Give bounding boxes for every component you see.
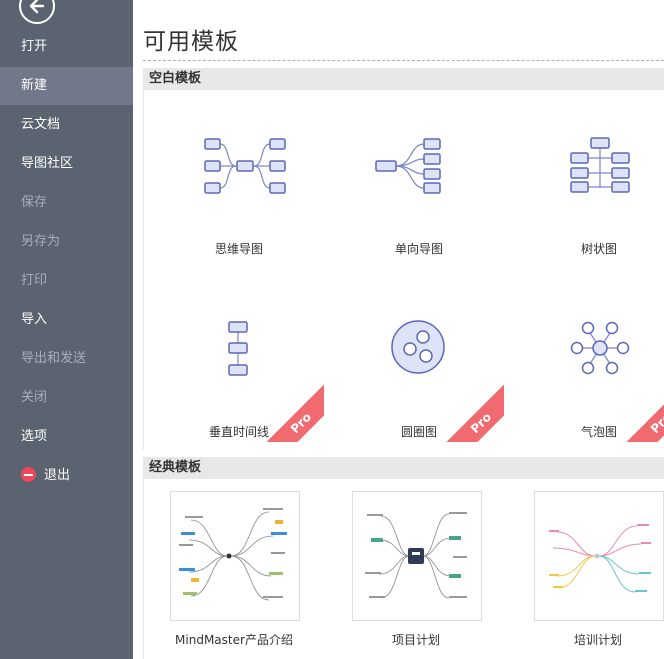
- sidebar-item-label: 新建: [21, 78, 48, 93]
- template-label: MindMaster产品介绍: [175, 633, 293, 647]
- mindmap-thumbnail-icon: [179, 508, 287, 601]
- template-thumbnail: [352, 491, 482, 621]
- page-title: 可用模板: [143, 29, 239, 55]
- template-training-plan[interactable]: 培训计划: [508, 491, 664, 659]
- sidebar-item-label: 关闭: [21, 390, 48, 405]
- back-button[interactable]: [19, 0, 55, 24]
- mindmap-thumbnail-icon: [549, 524, 651, 593]
- tree-chart-icon: [570, 137, 630, 193]
- sidebar-item-label: 退出: [44, 468, 71, 483]
- bubble-map-icon: [570, 321, 630, 375]
- template-thumbnail: [170, 491, 300, 621]
- circle-map-icon: [391, 320, 445, 374]
- sidebar-item-label: 打开: [21, 39, 48, 54]
- mindmap-thumbnail-icon: [365, 512, 467, 599]
- blank-templates-panel: 思维导图 单向导图: [143, 90, 664, 450]
- mind-map-icon: [204, 138, 286, 194]
- template-label: 气泡图: [580, 425, 617, 439]
- template-vertical-timeline[interactable]: Pro 垂直时间线: [154, 272, 324, 442]
- sidebar-item-label: 导入: [21, 312, 48, 327]
- template-circle-map[interactable]: Pro 圆圈图: [334, 272, 504, 442]
- sidebar-item-label: 云文档: [21, 117, 61, 132]
- main-content: 可用模板 空白模板 思维导图: [133, 0, 664, 659]
- section-header-blank: 空白模板: [143, 68, 664, 90]
- template-label: 项目计划: [391, 633, 440, 647]
- sidebar-item-options[interactable]: 选项: [0, 418, 133, 456]
- arrow-left-icon: [29, 0, 45, 14]
- sidebar-item-close[interactable]: 关闭: [0, 379, 133, 417]
- sidebar-item-community[interactable]: 导图社区: [0, 145, 133, 183]
- sidebar: 打开 新建 云文档 导图社区 保存 另存为 打印 导入 导出和发送 关闭 选项 …: [0, 0, 133, 659]
- template-tree-chart[interactable]: 树状图: [514, 90, 664, 260]
- sidebar-item-export[interactable]: 导出和发送: [0, 340, 133, 378]
- sidebar-item-save[interactable]: 保存: [0, 184, 133, 222]
- sidebar-item-label: 打印: [21, 273, 48, 288]
- template-thumbnail: [534, 491, 664, 621]
- template-project-plan[interactable]: 项目计划: [326, 491, 496, 659]
- exit-icon: [21, 467, 36, 482]
- template-label: 单向导图: [394, 242, 443, 256]
- sidebar-item-cloud-docs[interactable]: 云文档: [0, 106, 133, 144]
- template-mind-map[interactable]: 思维导图: [154, 90, 324, 260]
- sidebar-item-import[interactable]: 导入: [0, 301, 133, 339]
- sidebar-item-print[interactable]: 打印: [0, 262, 133, 300]
- template-bubble-map[interactable]: Pro 气泡图: [514, 272, 664, 442]
- template-label: 垂直时间线: [208, 425, 269, 439]
- sidebar-item-new[interactable]: 新建: [0, 67, 133, 105]
- template-right-map[interactable]: 单向导图: [334, 90, 504, 260]
- right-map-icon: [375, 138, 441, 194]
- sidebar-item-label: 导出和发送: [21, 351, 87, 366]
- sidebar-item-label: 保存: [21, 195, 48, 210]
- template-label: 树状图: [580, 242, 617, 256]
- template-label: 圆圈图: [400, 425, 437, 439]
- template-label: 思维导图: [214, 242, 263, 256]
- sidebar-item-exit[interactable]: 退出: [0, 457, 133, 495]
- sidebar-item-label: 选项: [21, 429, 48, 444]
- sidebar-item-open[interactable]: 打开: [0, 28, 133, 66]
- sidebar-item-label: 另存为: [21, 234, 61, 249]
- section-header-classic: 经典模板: [143, 457, 664, 479]
- template-label: 培训计划: [573, 633, 622, 647]
- template-product-intro[interactable]: MindMaster产品介绍: [144, 491, 314, 659]
- sidebar-item-save-as[interactable]: 另存为: [0, 223, 133, 261]
- sidebar-item-label: 导图社区: [21, 156, 74, 171]
- vertical-timeline-icon: [228, 321, 248, 376]
- classic-templates-panel: MindMaster产品介绍 项目计划: [143, 479, 664, 659]
- title-divider: [143, 60, 664, 61]
